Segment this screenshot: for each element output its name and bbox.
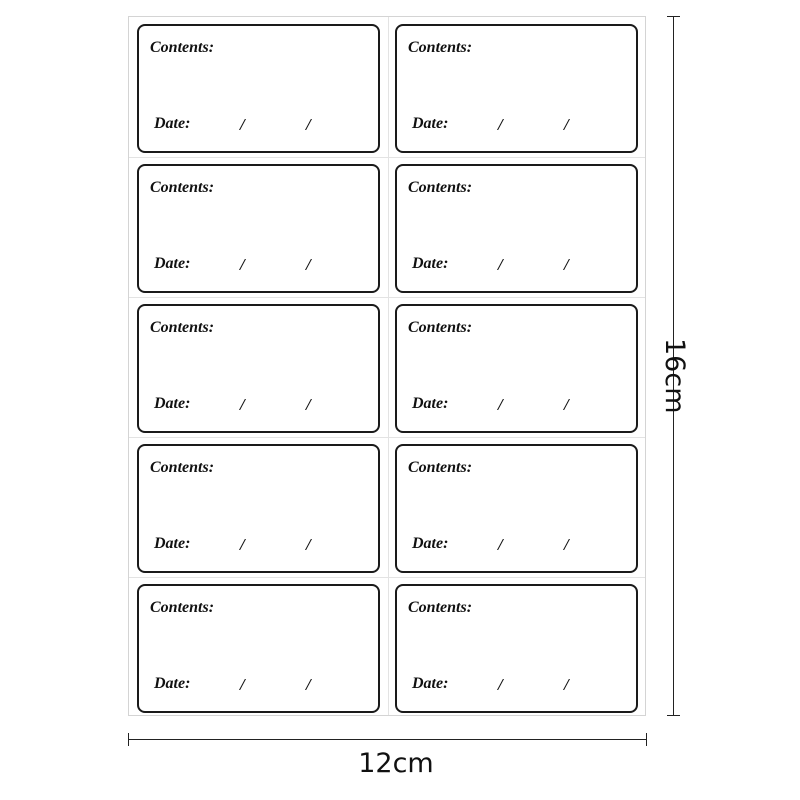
- label: Contents: Date: / /: [137, 444, 380, 573]
- date-label: Date:: [412, 675, 449, 692]
- contents-label: Contents:: [150, 39, 215, 56]
- label: Contents: Date: / /: [395, 584, 638, 713]
- date-slash: /: [498, 255, 503, 274]
- date-slash: /: [306, 535, 311, 554]
- date-label: Date:: [412, 115, 449, 132]
- date-slash: /: [564, 115, 569, 134]
- label: Contents: Date: / /: [137, 164, 380, 293]
- label-sheet: Contents: Date: / / Contents: Date: / / …: [128, 16, 646, 716]
- contents-label: Contents:: [150, 599, 215, 616]
- label: Contents: Date: / /: [395, 304, 638, 433]
- label: Contents: Date: / /: [137, 24, 380, 153]
- cut-line-horizontal: [129, 157, 645, 158]
- contents-label: Contents:: [150, 319, 215, 336]
- cut-line-horizontal: [129, 437, 645, 438]
- date-slash: /: [306, 255, 311, 274]
- date-slash: /: [240, 535, 245, 554]
- date-slash: /: [306, 675, 311, 694]
- date-slash: /: [240, 675, 245, 694]
- date-label: Date:: [154, 255, 191, 272]
- date-slash: /: [564, 675, 569, 694]
- date-label: Date:: [154, 535, 191, 552]
- date-label: Date:: [154, 675, 191, 692]
- contents-label: Contents:: [408, 319, 473, 336]
- contents-label: Contents:: [408, 599, 473, 616]
- height-dimension-label: 16cm: [659, 338, 690, 414]
- label: Contents: Date: / /: [395, 24, 638, 153]
- date-slash: /: [564, 255, 569, 274]
- height-dimension-tick: [667, 16, 680, 17]
- date-slash: /: [564, 395, 569, 414]
- date-slash: /: [240, 115, 245, 134]
- contents-label: Contents:: [408, 39, 473, 56]
- date-label: Date:: [154, 115, 191, 132]
- date-label: Date:: [412, 395, 449, 412]
- width-dimension-tick: [646, 733, 647, 746]
- label: Contents: Date: / /: [395, 444, 638, 573]
- cut-line-vertical: [388, 17, 389, 715]
- width-dimension-line: [128, 739, 647, 740]
- width-dimension-label: 12cm: [358, 748, 434, 779]
- date-slash: /: [240, 395, 245, 414]
- date-slash: /: [498, 675, 503, 694]
- date-slash: /: [564, 535, 569, 554]
- date-slash: /: [306, 395, 311, 414]
- cut-line-horizontal: [129, 297, 645, 298]
- label: Contents: Date: / /: [137, 584, 380, 713]
- date-slash: /: [498, 395, 503, 414]
- label: Contents: Date: / /: [137, 304, 380, 433]
- date-slash: /: [306, 115, 311, 134]
- date-label: Date:: [412, 535, 449, 552]
- contents-label: Contents:: [150, 179, 215, 196]
- date-slash: /: [498, 115, 503, 134]
- date-label: Date:: [154, 395, 191, 412]
- contents-label: Contents:: [408, 459, 473, 476]
- contents-label: Contents:: [150, 459, 215, 476]
- height-dimension-tick: [667, 715, 680, 716]
- date-slash: /: [240, 255, 245, 274]
- cut-line-horizontal: [129, 577, 645, 578]
- height-dimension-line: [673, 16, 674, 716]
- label: Contents: Date: / /: [395, 164, 638, 293]
- date-label: Date:: [412, 255, 449, 272]
- width-dimension-tick: [128, 733, 129, 746]
- date-slash: /: [498, 535, 503, 554]
- contents-label: Contents:: [408, 179, 473, 196]
